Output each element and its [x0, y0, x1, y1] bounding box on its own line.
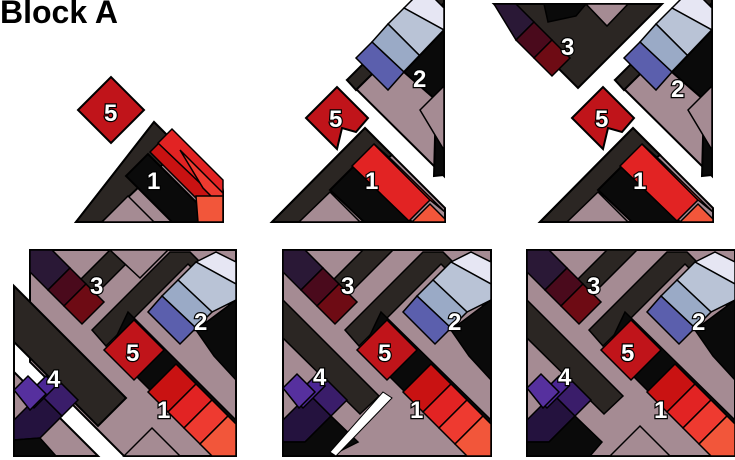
stage4-label-5: 5: [126, 340, 139, 367]
stage2-label-1: 1: [365, 168, 378, 195]
stage1-label-1: 1: [147, 168, 160, 195]
stage4-label-2: 2: [194, 309, 207, 336]
stage3-label-1: 1: [633, 168, 646, 195]
stage4-label-4: 4: [47, 366, 61, 393]
stage2-label-5: 5: [329, 106, 342, 133]
stage2-label-2: 2: [413, 66, 426, 93]
stage3-label-3: 3: [561, 34, 574, 61]
stage1-label-5: 5: [104, 100, 117, 127]
stage3-label-2: 2: [671, 76, 684, 103]
stage6-label-2: 2: [692, 309, 705, 336]
stage5-label-4: 4: [313, 364, 327, 391]
stage-3: 5 1 2 3: [494, 0, 713, 222]
stage5-label-1: 1: [410, 397, 423, 424]
stage4-label-1: 1: [157, 397, 170, 424]
stage-4: 3 2 5 4 1: [14, 250, 236, 456]
stage-2: 5 1 2: [272, 0, 445, 222]
stage5-label-5: 5: [378, 340, 391, 367]
stage3-label-5: 5: [595, 106, 608, 133]
stage1-red-c: [196, 196, 223, 222]
stage5-label-2: 2: [448, 309, 461, 336]
stage6-label-4: 4: [558, 364, 572, 391]
stage6-label-5: 5: [621, 340, 634, 367]
stage4-label-3: 3: [90, 273, 103, 300]
stage-5: 3 2 5 4 1: [283, 250, 491, 456]
stage6-label-1: 1: [654, 397, 667, 424]
stage5-label-3: 3: [341, 273, 354, 300]
stage-6: 3 2 5 4 1: [527, 250, 735, 456]
stage-1: 5 1: [76, 77, 223, 222]
stage6-label-3: 3: [587, 273, 600, 300]
